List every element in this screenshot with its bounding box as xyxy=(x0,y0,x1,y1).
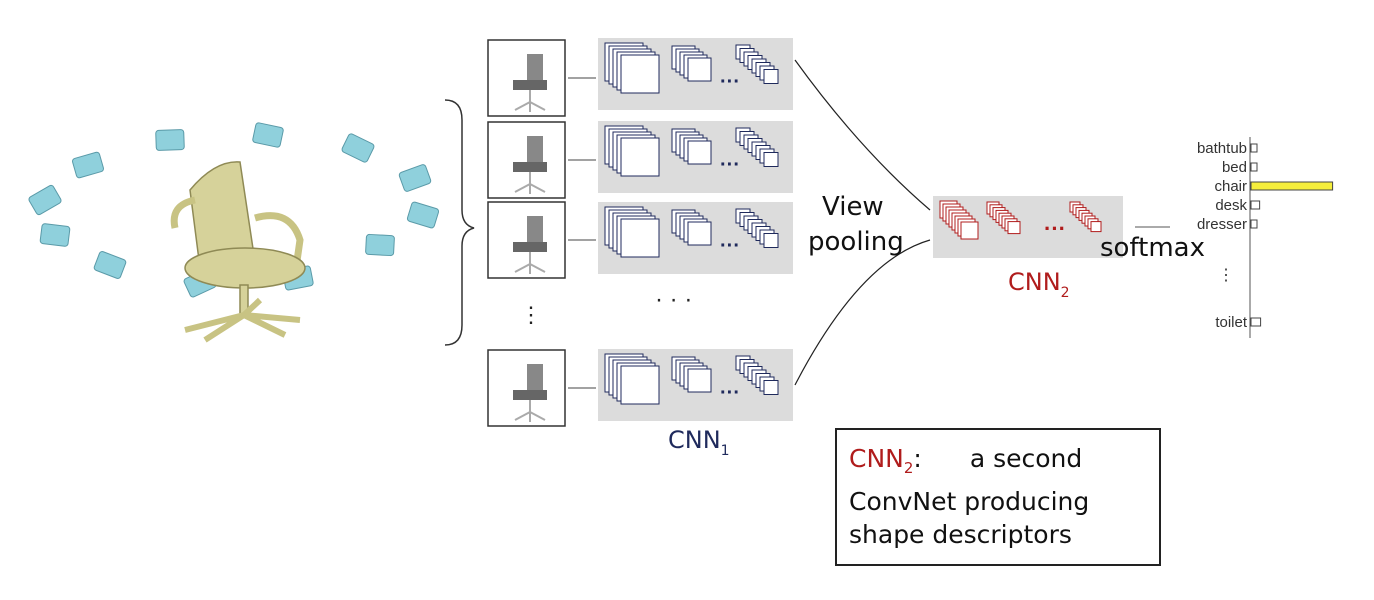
feature-map-small xyxy=(763,152,779,167)
note-line1: CNN2: a second xyxy=(849,442,1147,485)
brace xyxy=(444,99,475,346)
note-title-sub: 2 xyxy=(903,459,914,477)
chair-3d-model xyxy=(170,161,306,343)
class-score-bar xyxy=(1250,162,1258,172)
cnn2-label: CNN2 xyxy=(1008,268,1070,301)
feature-map-medium xyxy=(687,57,712,82)
view-pooling-label-line2: pooling xyxy=(808,227,904,257)
feature-map-small xyxy=(763,380,779,395)
more-views-dots: · · · xyxy=(655,286,692,313)
chair-base xyxy=(514,252,546,274)
feature-map-large xyxy=(620,218,660,258)
chair-seat xyxy=(513,162,547,172)
cnn2-feature-maps xyxy=(939,200,1102,240)
note-line3: shape descriptors xyxy=(849,520,1072,549)
camera-icon xyxy=(341,133,375,163)
chair-base xyxy=(514,90,546,112)
cnn2-dots: ··· xyxy=(1044,216,1066,241)
chair-seat xyxy=(513,390,547,400)
cnn2-note-box: CNN2: a second ConvNet producing shape de… xyxy=(835,428,1161,566)
chair-back xyxy=(527,216,543,246)
feature-map-large xyxy=(620,365,660,405)
camera-icon xyxy=(93,251,127,279)
softmax-label: softmax xyxy=(1100,233,1205,263)
chair-seat xyxy=(513,80,547,90)
class-label: bathtub xyxy=(1197,140,1247,157)
pooling-curves xyxy=(794,59,931,386)
feature-map-small xyxy=(763,233,779,248)
class-score-bar xyxy=(1250,143,1258,153)
chair-seat xyxy=(513,242,547,252)
camera-icon xyxy=(252,122,284,148)
class-score-bar xyxy=(1250,219,1258,229)
class-score-bar xyxy=(1250,317,1262,327)
view-row: ··· xyxy=(487,349,793,427)
camera-icon xyxy=(39,223,71,247)
class-label: desk xyxy=(1215,197,1247,214)
class-score-bars: bathtub bed chair desk dresser toilet xyxy=(1197,140,1334,331)
class-label: toilet xyxy=(1215,314,1248,331)
class-label: chair xyxy=(1214,178,1247,195)
view-pooling-label-line1: View xyxy=(822,192,884,222)
camera-icon xyxy=(71,151,105,179)
camera-icon xyxy=(398,164,432,192)
view-row: ··· xyxy=(487,38,793,117)
chair-view-render xyxy=(513,364,547,422)
feature-map-large xyxy=(620,54,660,94)
cnn1-view-rows: ··· ··· ··· ··· xyxy=(487,38,793,427)
feature-map-medium xyxy=(687,221,712,246)
class-label: dresser xyxy=(1197,216,1247,233)
camera-icon xyxy=(406,201,440,229)
chair-view-render xyxy=(513,136,547,194)
note-colon: : xyxy=(913,444,922,473)
camera-icon xyxy=(28,184,62,216)
note-title: CNN xyxy=(849,444,904,473)
chair-back xyxy=(527,136,543,166)
cnn2-map-medium xyxy=(1007,221,1021,235)
cnn1-label: CNN1 xyxy=(668,426,730,459)
note-line1-rest: a second xyxy=(969,444,1083,473)
camera-icon xyxy=(155,129,185,151)
feature-map-medium xyxy=(687,140,712,165)
view-row: ··· xyxy=(487,201,793,279)
chair-base xyxy=(514,400,546,422)
classes-vertical-dots: ⋮ xyxy=(1218,267,1234,284)
feature-map-large xyxy=(620,137,660,177)
class-label: bed xyxy=(1222,159,1247,176)
chair-back xyxy=(527,364,543,394)
more-views-vertical-dots: ⋮ xyxy=(520,302,542,327)
layer-dots: ··· xyxy=(720,235,740,257)
chair-view-render xyxy=(513,54,547,112)
chair-view-render xyxy=(513,216,547,274)
feature-map-medium xyxy=(687,368,712,393)
class-score-bar xyxy=(1250,200,1261,210)
note-line2: ConvNet producing xyxy=(849,487,1090,516)
layer-dots: ··· xyxy=(720,71,740,93)
class-score-bar xyxy=(1250,181,1334,191)
layer-dots: ··· xyxy=(720,382,740,404)
feature-map-small xyxy=(763,69,779,84)
camera-icon xyxy=(365,233,395,257)
cnn2-map-small xyxy=(1090,221,1102,233)
layer-dots: ··· xyxy=(720,154,740,176)
chair-base xyxy=(514,172,546,194)
view-row: ··· xyxy=(487,121,793,199)
chair-back xyxy=(527,54,543,84)
cnn2-map-large xyxy=(960,221,979,240)
